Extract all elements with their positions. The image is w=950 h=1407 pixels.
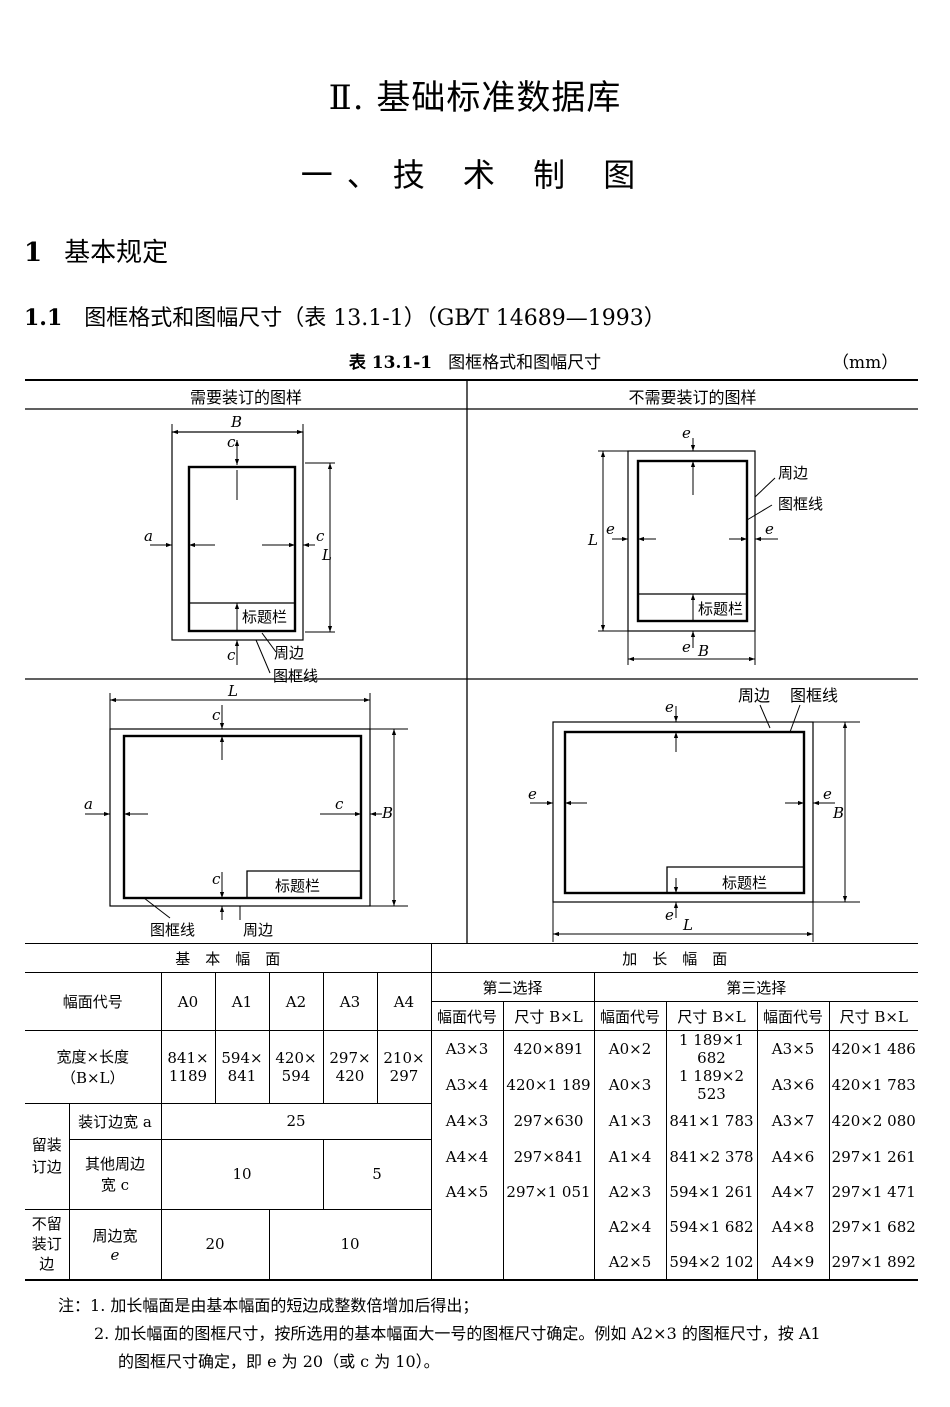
label-B: B — [230, 413, 242, 431]
code-a4: A4 — [376, 972, 432, 1031]
section-1-1-title: 图框格式和图幅尺寸（表 13.1-1）（GB⁄T 14689—1993） — [84, 306, 666, 331]
svg-text:c: c — [335, 795, 344, 813]
svg-text:图框线: 图框线 — [273, 667, 318, 685]
right-figures-header: 不需要装订的图样 — [628, 388, 757, 407]
binding-a-value: 25 — [160, 1102, 432, 1140]
svg-text:图框线: 图框线 — [150, 921, 195, 939]
binding-c-value-2: 5 — [322, 1138, 432, 1210]
svg-text:标题栏: 标题栏 — [698, 600, 743, 618]
fig-binding-portrait: B c a c L 标题栏 c 周边 图框线 — [144, 413, 335, 685]
chapter-heading: 一、技 术 制 图 — [300, 156, 650, 194]
notes-label: 注： — [58, 1296, 91, 1315]
svg-text:周边: 周边 — [778, 464, 808, 482]
svg-text:c: c — [227, 646, 236, 664]
table-label: 表 13.1-1 — [348, 353, 433, 373]
svg-text:c: c — [227, 433, 236, 451]
size-a1: 594×841 — [214, 1030, 270, 1104]
basic-sizes-header: 基 本 幅 面 — [25, 943, 432, 973]
table-unit: （mm） — [832, 353, 899, 373]
fig-nobinding-portrait: e 周边 图框线 L e e 标题栏 e B — [587, 424, 823, 665]
svg-text:图框线: 图框线 — [790, 686, 838, 705]
fig-nobinding-landscape: 周边 图框线 e e e B 标题栏 e L — [528, 686, 860, 942]
section-1-number: 1 — [24, 238, 43, 268]
svg-text:e: e — [765, 520, 774, 538]
note-2-cont: 的图框尺寸确定，即 e 为 20（或 c 为 10）。 — [118, 1352, 440, 1371]
svg-text:L: L — [587, 531, 598, 549]
svg-text:e: e — [682, 638, 691, 656]
size-table: 基 本 幅 面 加 长 幅 面 幅面代号 A0 A1 A2 A3 A4 第二选择… — [25, 943, 918, 1281]
svg-text:L: L — [321, 546, 332, 564]
svg-text:B: B — [832, 804, 844, 822]
extended-sizes-header: 加 长 幅 面 — [430, 943, 918, 973]
binding-c-value-1: 10 — [160, 1138, 324, 1210]
part-heading: Ⅱ. 基础标准数据库 — [328, 78, 622, 118]
title-block-label: 标题栏 — [242, 608, 287, 626]
code-a1: A1 — [214, 972, 270, 1031]
section-1-1-heading: 1.1 图框格式和图幅尺寸（表 13.1-1）（GB⁄T 14689—1993） — [24, 300, 666, 332]
svg-text:e: e — [682, 424, 691, 442]
left-figures-header: 需要装订的图样 — [189, 388, 302, 407]
svg-text:c: c — [212, 706, 221, 724]
binding-a-label: 装订边宽 a — [68, 1102, 162, 1140]
svg-text:e: e — [665, 906, 674, 924]
table-caption: 表 13.1-1 图框格式和图幅尺寸 — [0, 348, 950, 373]
code-a3: A3 — [322, 972, 378, 1031]
second-choice-header: 第二选择 — [430, 972, 595, 1002]
size-a4: 210×297 — [376, 1030, 432, 1104]
svg-text:c: c — [316, 527, 325, 545]
code-a0: A0 — [160, 972, 216, 1031]
svg-text:图框线: 图框线 — [778, 495, 823, 513]
size-a0: 841×1189 — [160, 1030, 216, 1104]
svg-text:e: e — [606, 520, 615, 538]
svg-text:B: B — [381, 804, 393, 822]
svg-text:e: e — [528, 785, 537, 803]
svg-text:L: L — [227, 682, 238, 700]
binding-group-label: 留装订边 — [25, 1102, 70, 1210]
svg-text:a: a — [84, 795, 93, 813]
svg-text:e: e — [665, 698, 674, 716]
code-label: 幅面代号 — [25, 972, 162, 1031]
size-a2: 420×594 — [268, 1030, 324, 1104]
fig-binding-landscape: L c a c B c 标题栏 图框线 周边 — [84, 682, 408, 939]
note-1: 1. 加长幅面是由基本幅面的短边成整数倍增加后得出； — [90, 1296, 479, 1315]
section-1-1-number: 1.1 — [24, 305, 63, 331]
binding-c-label: 其他周边宽 c — [68, 1138, 162, 1210]
size-a3: 297×420 — [322, 1030, 378, 1104]
note-2: 2. 加长幅面的图框尺寸，按所选用的基本幅面大一号的图框尺寸确定。例如 A2×3… — [94, 1324, 821, 1343]
svg-text:标题栏: 标题栏 — [275, 877, 320, 895]
code-a2: A2 — [268, 972, 324, 1031]
svg-text:周边: 周边 — [243, 921, 273, 939]
section-1-heading: 1 基本规定 — [24, 232, 168, 269]
nobinding-e-value-2: 10 — [268, 1208, 432, 1281]
svg-text:B: B — [697, 642, 709, 660]
third-choice-header: 第三选择 — [593, 972, 918, 1002]
nobinding-group-label: 不留装订边 — [25, 1208, 70, 1281]
svg-text:周边: 周边 — [738, 686, 770, 705]
svg-text:c: c — [212, 870, 221, 888]
section-1-title: 基本规定 — [64, 238, 169, 268]
table-notes: 注：1. 加长幅面是由基本幅面的短边成整数倍增加后得出； 2. 加长幅面的图框尺… — [58, 1292, 821, 1376]
nobinding-e-value-1: 20 — [160, 1208, 270, 1281]
svg-text:a: a — [144, 527, 153, 545]
svg-text:标题栏: 标题栏 — [722, 874, 767, 892]
svg-text:e: e — [823, 785, 832, 803]
table-title: 图框格式和图幅尺寸 — [448, 353, 602, 373]
svg-text:周边: 周边 — [274, 644, 304, 662]
width-length-label: 宽度×长度（B×L） — [25, 1030, 162, 1104]
svg-text:L: L — [682, 916, 693, 934]
